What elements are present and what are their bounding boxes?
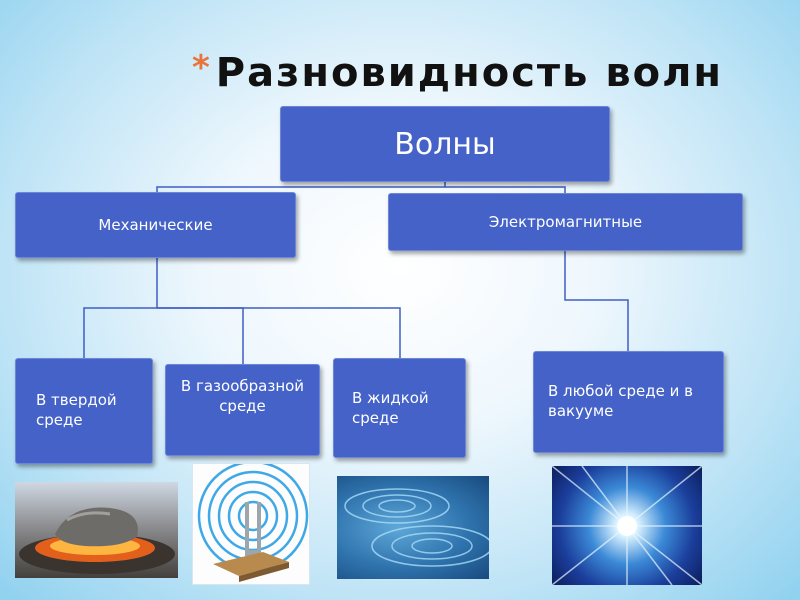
connector-mech-liquid <box>157 307 401 358</box>
node-solid-medium: В твердой среде <box>15 358 153 464</box>
connector-mech-solid <box>83 258 158 358</box>
node-waves: Волны <box>280 106 610 182</box>
light-burst-photo <box>552 466 702 585</box>
title-text: Разновидность волн <box>215 50 724 96</box>
tuning-fork-sound-waves <box>192 463 310 585</box>
node-mechanical: Механические <box>15 192 296 258</box>
connector-emag-any <box>564 251 629 351</box>
water-ripples-photo <box>337 476 489 579</box>
node-gas-medium: В газообразной среде <box>165 364 320 456</box>
connector-root-emag <box>445 186 566 193</box>
node-any-medium-vacuum: В любой среде и в вакууме <box>533 351 724 453</box>
connector-mech-gas <box>157 307 244 364</box>
hot-stone-photo <box>15 482 178 578</box>
page-title: * Разновидность волн <box>192 48 724 110</box>
node-electromagnetic: Электромагнитные <box>388 193 743 251</box>
title-bullet: * <box>192 48 212 88</box>
connector-root-mech <box>156 182 446 192</box>
node-liquid-medium: В жидкой среде <box>333 358 466 458</box>
